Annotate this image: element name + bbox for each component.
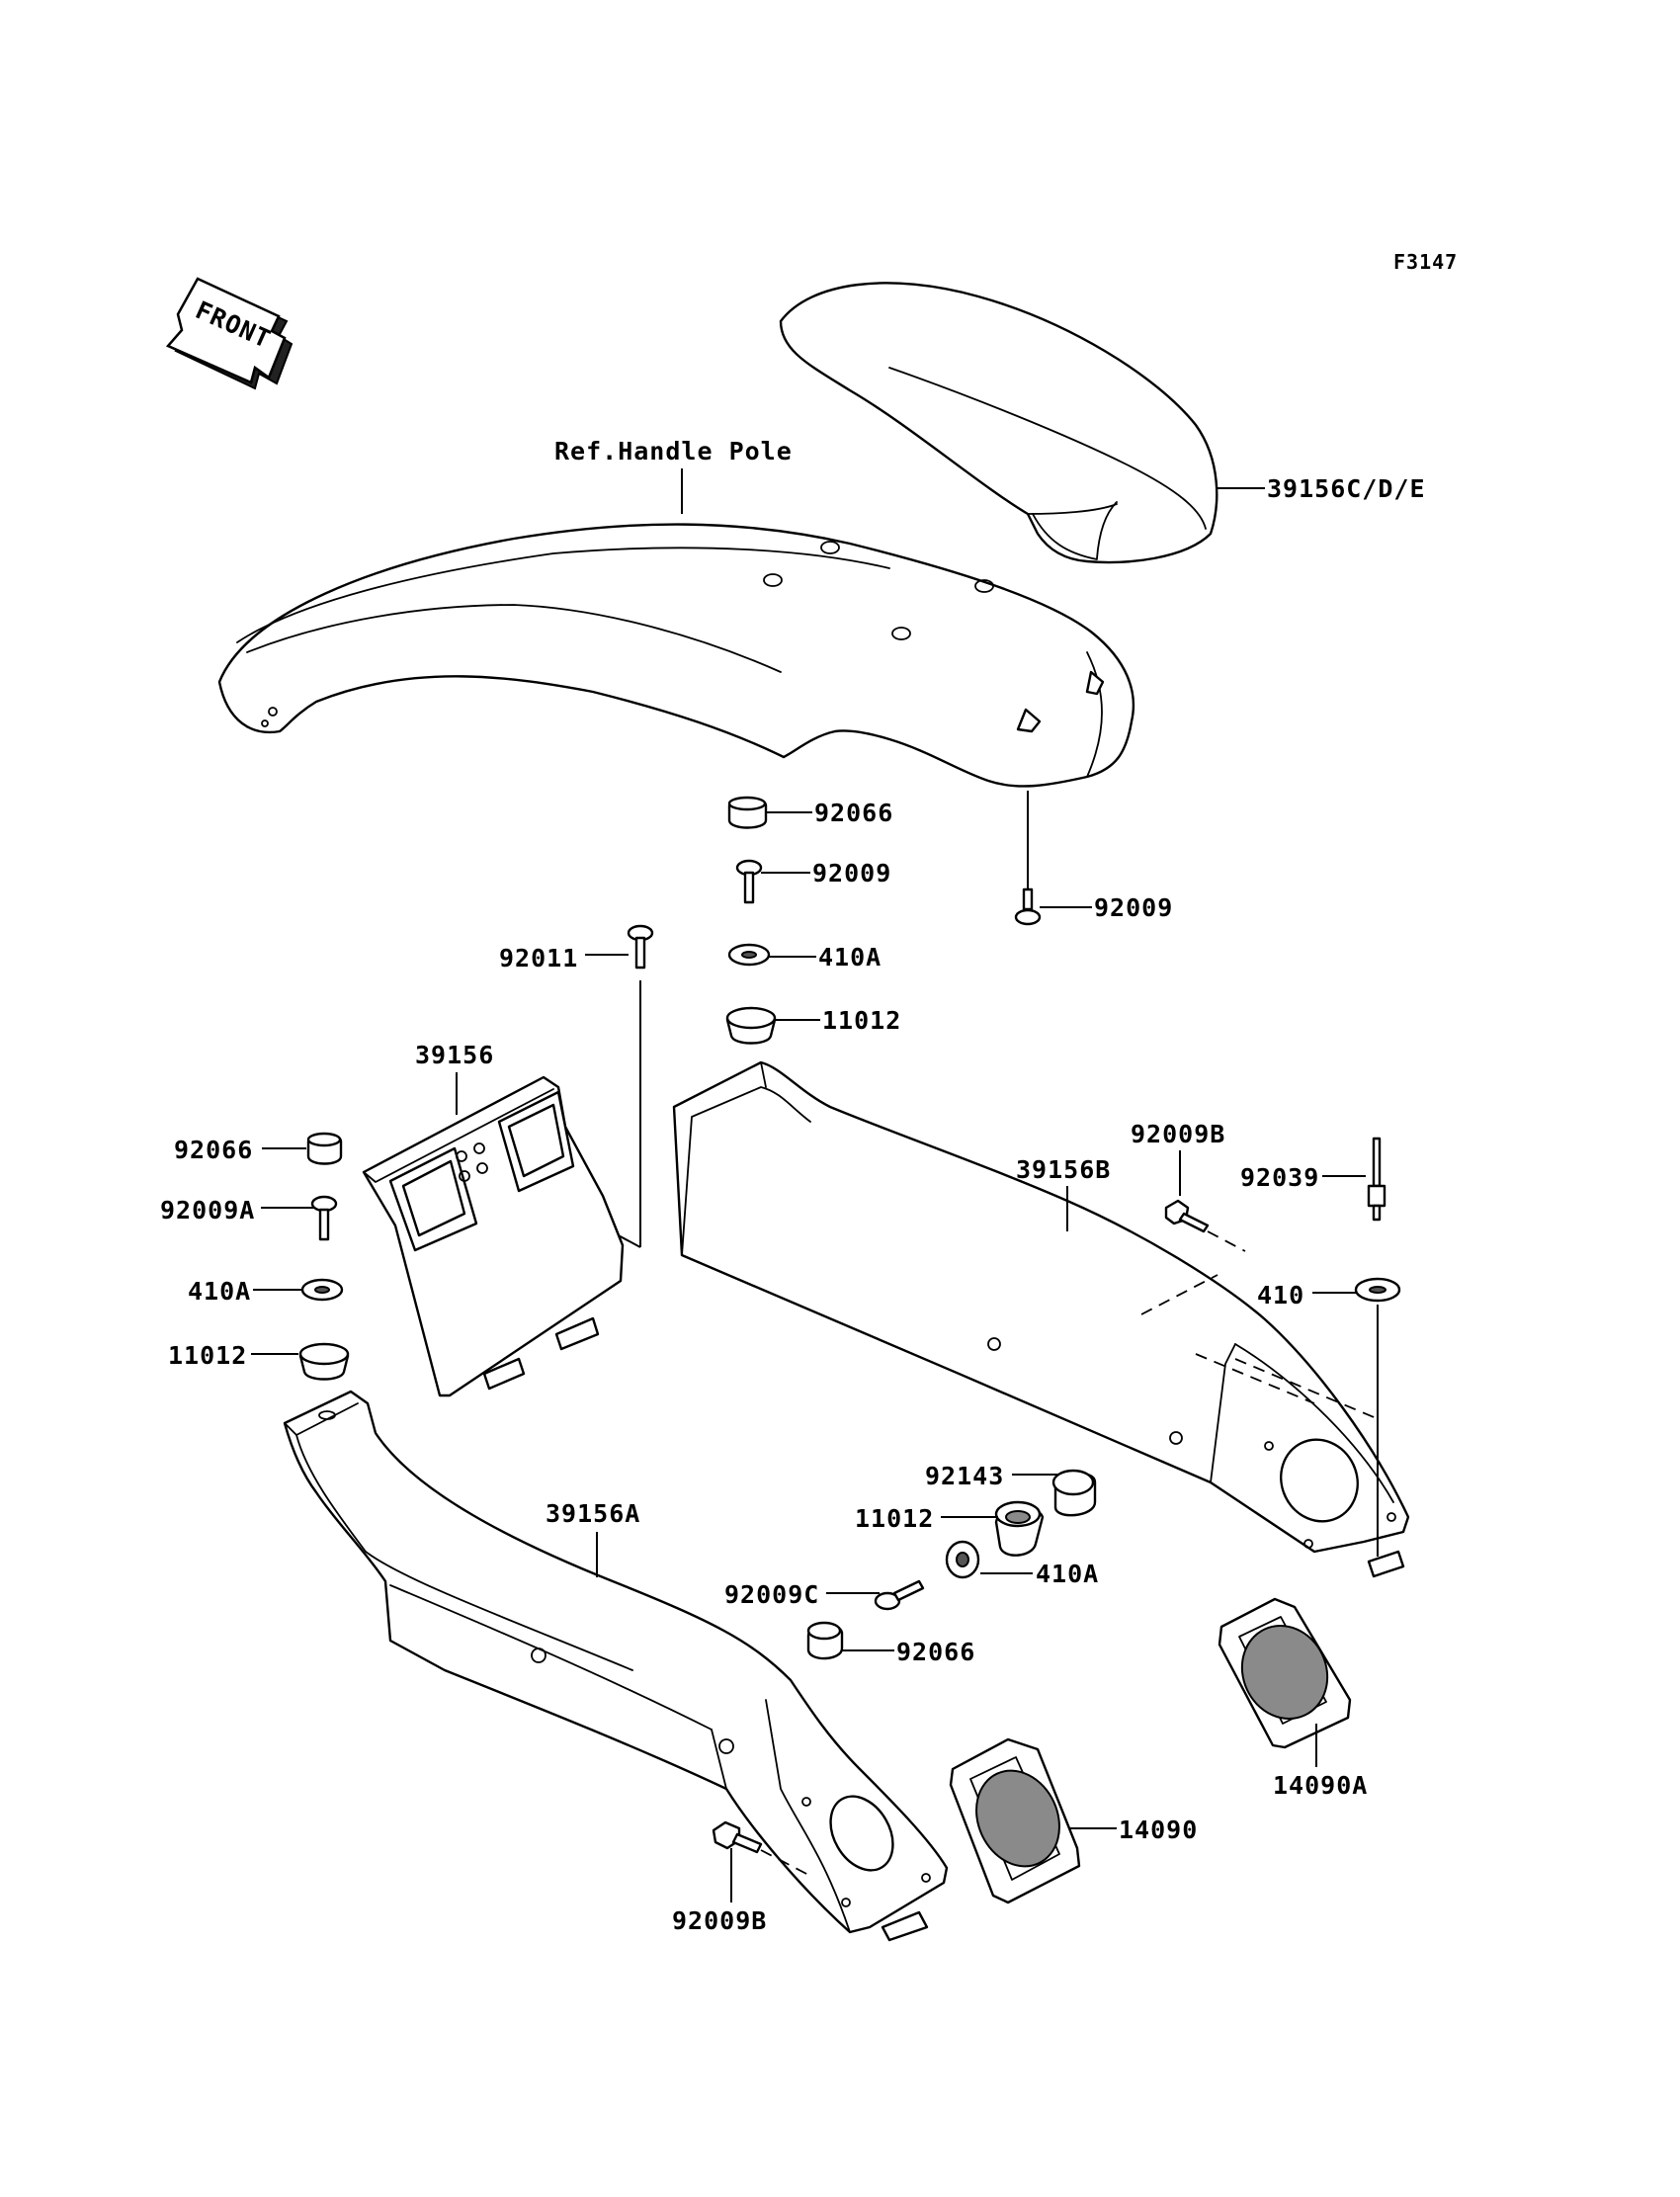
label-92009-top: 92009 — [812, 859, 891, 887]
label-92009a: 92009A — [160, 1196, 255, 1225]
side-cover-39156a — [283, 1390, 949, 1942]
seat-cushion — [779, 282, 1218, 564]
bolt-92009a — [310, 1195, 338, 1241]
label-11012-top: 11012 — [822, 1006, 901, 1035]
label-92143: 92143 — [925, 1462, 1004, 1490]
label-92066-top: 92066 — [814, 799, 893, 827]
bolt-92009-top — [735, 859, 763, 904]
label-14090a: 14090A — [1273, 1771, 1368, 1800]
label-92009-right: 92009 — [1094, 893, 1173, 922]
label-410a-mid: 410A — [1036, 1560, 1099, 1588]
side-cover-39156b — [672, 1060, 1410, 1578]
grommet-11012-mid — [994, 1500, 1045, 1557]
bolt-92011 — [627, 924, 654, 970]
label-ref-handle-pole: Ref.Handle Pole — [554, 437, 793, 465]
label-39156a: 39156A — [546, 1499, 640, 1528]
label-39156: 39156 — [415, 1041, 494, 1069]
bolt-92009-right — [1014, 887, 1042, 926]
label-410: 410 — [1257, 1281, 1304, 1310]
label-410a-left: 410A — [188, 1277, 251, 1306]
label-92011: 92011 — [499, 944, 578, 972]
bolt-92009c — [874, 1579, 925, 1611]
collar-92143 — [1051, 1469, 1097, 1517]
grommet-11012-left — [298, 1342, 350, 1381]
label-14090: 14090 — [1119, 1816, 1198, 1844]
bolt-92009b-bottom — [712, 1820, 763, 1854]
washer-410 — [1354, 1277, 1401, 1303]
label-92009b-bottom: 92009B — [672, 1906, 767, 1935]
seal-14090a — [1218, 1597, 1352, 1749]
label-39156c-d-e: 39156C/D/E — [1267, 474, 1426, 503]
label-92066-left: 92066 — [174, 1136, 253, 1164]
label-11012-left: 11012 — [168, 1341, 247, 1370]
washer-410a-mid — [945, 1540, 980, 1579]
label-92009c: 92009C — [724, 1580, 819, 1609]
plug-92066-top — [727, 796, 768, 829]
bolt-92009b-top — [1164, 1199, 1210, 1233]
washer-410a-left — [300, 1278, 344, 1302]
plug-92066-mid — [806, 1621, 844, 1660]
front-arrow-icon: FRONT — [165, 277, 294, 390]
label-39156b: 39156B — [1016, 1155, 1111, 1184]
label-410a-top: 410A — [818, 943, 882, 972]
label-11012-mid: 11012 — [855, 1504, 934, 1533]
handle-pole — [217, 523, 1135, 788]
front-panel-39156 — [362, 1075, 625, 1397]
washer-410a-top — [727, 943, 771, 967]
label-92039: 92039 — [1240, 1163, 1319, 1192]
label-92066-mid: 92066 — [896, 1638, 975, 1666]
seal-14090 — [949, 1737, 1081, 1904]
rivet-92039 — [1367, 1137, 1386, 1222]
plug-92066-left — [306, 1132, 343, 1165]
grommet-11012-top — [725, 1006, 777, 1045]
figure-code: F3147 — [1393, 250, 1458, 274]
label-92009b-top: 92009B — [1131, 1120, 1225, 1148]
